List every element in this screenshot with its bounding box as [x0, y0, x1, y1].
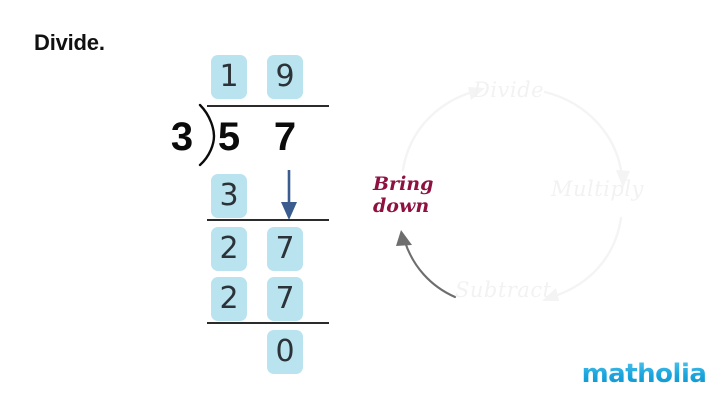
bring-down-arrow-icon: [281, 170, 297, 220]
division-cycle-diagram: Divide Multiply Subtract Bring down: [355, 70, 685, 340]
cycle-arc-subtract-to-bringdown: [403, 240, 457, 299]
cycle-arrowhead-divide: [468, 87, 485, 100]
partial-product-1-tile: 3: [211, 174, 247, 218]
cycle-arrowhead-subtract: [542, 288, 559, 301]
cycle-step-multiply: Multiply: [551, 177, 644, 201]
division-vinculum: [207, 105, 329, 107]
quotient-tile-tens: 1: [211, 55, 247, 99]
logo-wordmark: matholia: [578, 356, 710, 392]
cycle-arc-multiply-to-subtract: [553, 216, 623, 298]
dividend-digit-ones: 7: [273, 115, 297, 159]
difference-1-tile-tens: 2: [211, 227, 247, 271]
partial-product-2-tile-ones: 7: [267, 277, 303, 321]
cycle-arrows-group: [396, 87, 630, 301]
subtraction-rule-1: [207, 219, 329, 221]
cycle-step-bring-down: Bring down: [373, 173, 434, 217]
remainder-tile: 0: [267, 330, 303, 374]
dividend-digit-tens: 5: [217, 115, 241, 159]
difference-1-tile-ones: 7: [267, 227, 303, 271]
division-bracket-icon: [198, 103, 216, 167]
cycle-arrowhead-bringdown: [396, 230, 412, 246]
cycle-arrowhead-multiply: [616, 170, 630, 188]
cycle-step-divide: Divide: [473, 78, 545, 102]
long-division-workspace: 1 9 3 5 7 3 2 7 2 7 0: [170, 55, 329, 374]
subtraction-rule-2: [207, 322, 329, 324]
partial-product-2-tile-tens: 2: [211, 277, 247, 321]
page-title: Divide.: [34, 30, 105, 55]
cycle-arc-divide-to-multiply: [543, 90, 624, 178]
cycle-step-subtract: Subtract: [455, 278, 552, 302]
matholia-logo: matholia: [574, 353, 714, 395]
cycle-arc-bringdown-to-divide: [401, 90, 474, 172]
divisor-digit: 3: [170, 115, 194, 159]
quotient-tile-ones: 9: [267, 55, 303, 99]
